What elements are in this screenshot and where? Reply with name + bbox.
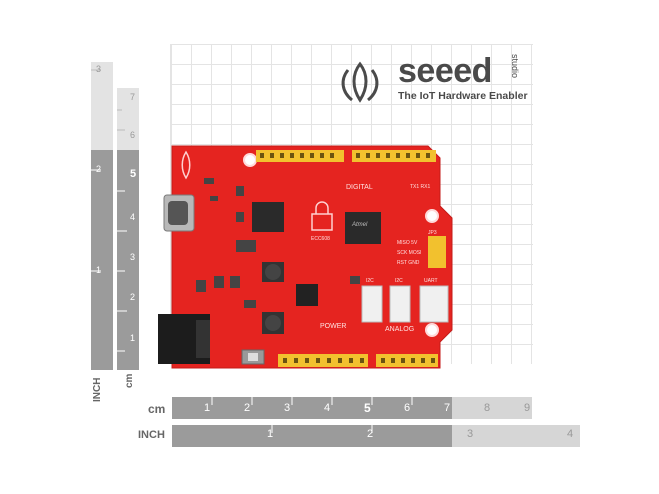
h-cm-tick-1: 1 [204, 402, 211, 414]
v-cm-tick-1: 1 [130, 333, 136, 343]
pcb-label-spi3: RST GND [397, 260, 420, 266]
brand-tagline: The IoT Hardware Enabler [398, 90, 528, 102]
v-inch-tick-1: 1 [96, 265, 102, 275]
v-cm-tick-3: 3 [130, 252, 136, 262]
pcb-label-uart: UART [424, 278, 438, 284]
h-inch-tick-4: 4 [567, 428, 574, 440]
v-cm-tick-7: 7 [130, 92, 136, 102]
pcb-label-ecc: ECC608 [311, 236, 330, 242]
h-cm-tick-8: 8 [484, 402, 491, 414]
h-cm-tick-7: 7 [444, 402, 451, 414]
pcb-label-i2c-1: I2C [366, 278, 374, 284]
pcb-label-power: POWER [320, 323, 347, 330]
pcb-label-txrx: TX1 RX1 [410, 184, 431, 190]
h-cm-tick-4: 4 [324, 402, 331, 414]
v-cm-tick-2: 2 [130, 292, 136, 302]
v-cm-tick-4: 4 [130, 212, 136, 222]
pcb-label-digital: DIGITAL [346, 184, 373, 191]
h-cm-tick-3: 3 [284, 402, 291, 414]
h-inch-tick-1: 1 [267, 428, 274, 440]
h-inch-tick-3: 3 [467, 428, 474, 440]
h-cm-tick-9: 9 [524, 402, 531, 414]
h-inch-label: INCH [138, 429, 165, 441]
h-cm-tick-5: 5 [364, 401, 371, 415]
pcb-label-spi2: SCK MOSI [397, 250, 422, 256]
pcb-label-i2c-2: I2C [395, 278, 403, 284]
v-cm-tick-5: 5 [130, 168, 137, 180]
pcb-label-jp3: JP3 [428, 230, 437, 236]
brand-name: seeed [398, 52, 492, 90]
seeed-logo-icon [341, 61, 379, 103]
pcb-label-analog: ANALOG [385, 326, 415, 333]
pcb-label-atmel: Atmel [352, 222, 368, 228]
pcb-label-spi1: MISO 5V [397, 240, 418, 246]
h-cm-label: cm [148, 402, 166, 416]
h-inch-tick-2: 2 [367, 428, 374, 440]
v-cm-tick-6: 6 [130, 130, 136, 140]
v-inch-tick-3: 3 [96, 64, 102, 74]
v-inch-tick-2: 2 [96, 164, 102, 174]
h-cm-tick-6: 6 [404, 402, 411, 414]
h-cm-tick-2: 2 [244, 402, 251, 414]
